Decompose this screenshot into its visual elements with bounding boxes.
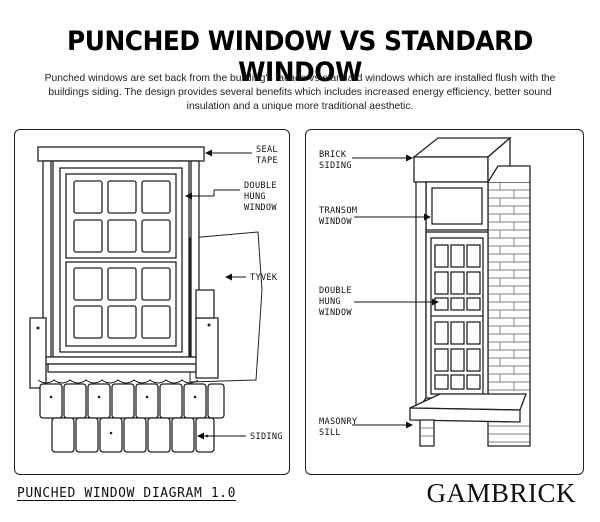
double-hung-right-label-3: WINDOW [319, 308, 352, 318]
seal-tape-label-2: TAPE [256, 156, 278, 166]
transom-label-2: WINDOW [319, 217, 352, 227]
page-description: Punched windows are set back from the bu… [44, 73, 556, 112]
masonry-sill-label-2: SILL [319, 428, 341, 438]
siding-label: SIDING [250, 432, 283, 442]
right-leader-lines [352, 154, 439, 429]
left-labels: SEAL TAPE DOUBLE HUNG WINDOW TYVEK SIDIN… [244, 145, 283, 442]
brand-logo: GAMBRICK [426, 478, 576, 508]
brick-siding-label-2: SIDING [319, 161, 352, 171]
page-title: PUNCHED WINDOW VS STANDARD WINDOW [67, 26, 533, 88]
tyvek-label: TYVEK [250, 273, 278, 283]
right-labels: BRICK SIDING TRANSOM WINDOW DOUBLE HUNG … [319, 150, 358, 438]
brick-texture [420, 182, 530, 443]
punched-window-drawing [29, 146, 263, 453]
left-leader-lines [185, 149, 252, 440]
seal-tape-label: SEAL [256, 145, 278, 155]
double-hung-label-2: HUNG [244, 192, 266, 202]
transom-label: TRANSOM [319, 206, 357, 216]
standard-window-drawing [409, 136, 531, 447]
double-hung-right-label: DOUBLE [319, 286, 352, 296]
double-hung-label: DOUBLE [244, 181, 277, 191]
brick-siding-label: BRICK [319, 150, 347, 160]
masonry-sill-label: MASONRY [319, 417, 358, 427]
double-hung-right-label-2: HUNG [319, 297, 341, 307]
double-hung-label-3: WINDOW [244, 203, 277, 213]
diagram-caption: PUNCHED WINDOW DIAGRAM 1.0 [17, 486, 237, 501]
